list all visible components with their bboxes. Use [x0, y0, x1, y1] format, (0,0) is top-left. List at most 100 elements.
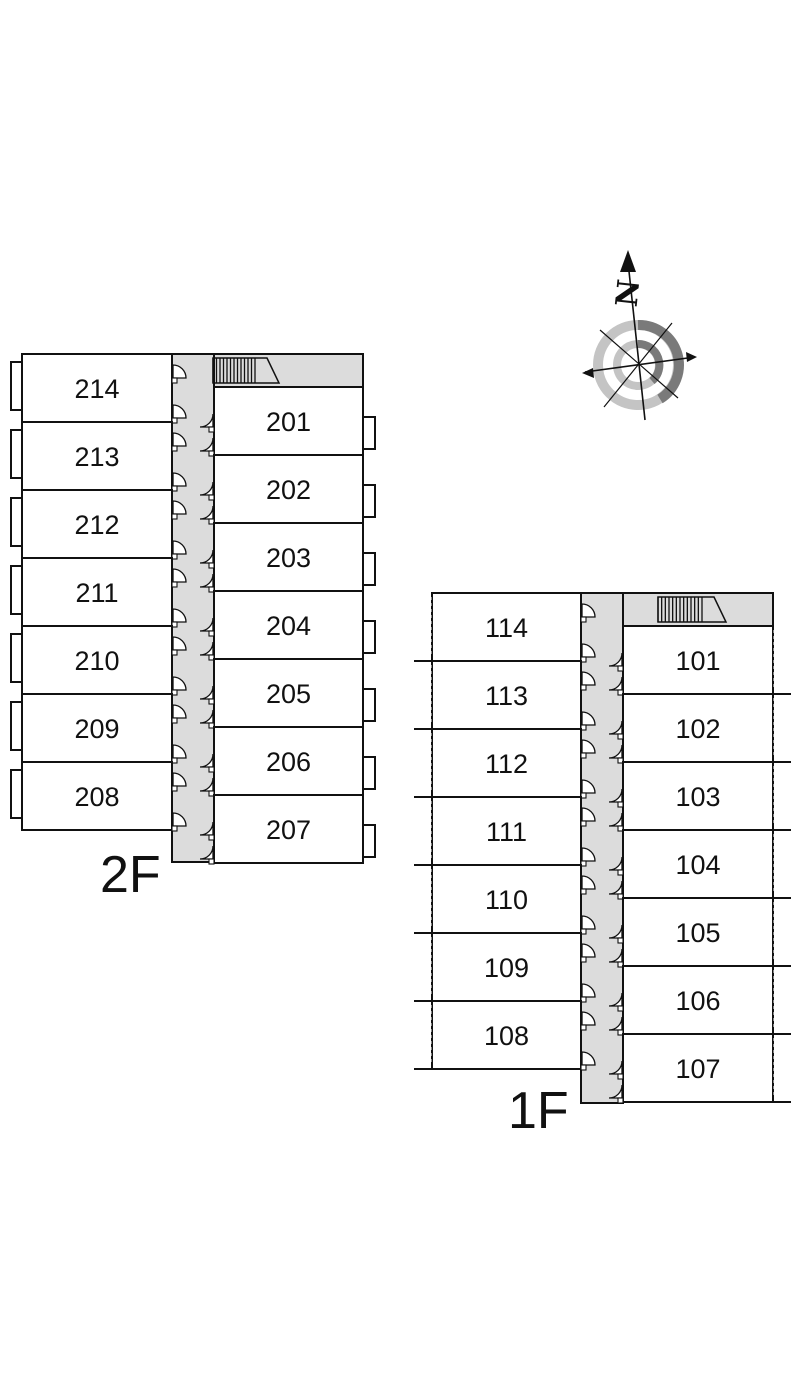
room-208[interactable]: 208 — [10, 761, 187, 832]
compass-diagonal-b — [603, 322, 673, 408]
room-number-label: 104 — [675, 850, 720, 880]
room-112[interactable]: 112 — [414, 728, 596, 799]
room-111[interactable]: 111 — [414, 796, 596, 867]
floor-label-1f: 1F — [508, 1082, 569, 1140]
door-swing-icon — [608, 992, 624, 1012]
room-number-label: 114 — [485, 613, 528, 643]
door-swing-icon — [171, 500, 187, 520]
room-outline — [431, 864, 582, 934]
room-number-label: 105 — [675, 918, 720, 948]
door-swing-icon — [199, 777, 215, 797]
room-214[interactable]: 214 — [10, 353, 187, 424]
room-number-label: 109 — [484, 953, 529, 983]
balcony — [362, 620, 376, 654]
room-210[interactable]: 210 — [10, 625, 187, 696]
room-outline — [622, 693, 774, 763]
corridor-1f — [580, 592, 624, 1104]
room-number-label: 202 — [266, 475, 311, 505]
door-swing-icon — [199, 709, 215, 729]
door-swing-icon — [608, 948, 624, 968]
room-number-label: 102 — [675, 714, 720, 744]
room-outline — [622, 625, 774, 695]
balcony — [10, 361, 23, 411]
door-swing-icon — [171, 540, 187, 560]
door-swing-icon — [580, 779, 596, 799]
floor-label-2f: 2F — [100, 846, 161, 904]
landing-2f — [213, 353, 364, 388]
door-swing-icon — [608, 788, 624, 808]
room-outline — [622, 761, 774, 831]
door-swing-icon — [199, 845, 215, 865]
room-204[interactable]: 204 — [199, 590, 376, 661]
room-109[interactable]: 109 — [414, 932, 596, 1003]
room-212[interactable]: 212 — [10, 489, 187, 560]
room-number-label: 112 — [485, 749, 528, 779]
door-swing-icon — [580, 983, 596, 1003]
balcony — [362, 824, 376, 858]
balcony — [362, 416, 376, 450]
balcony — [10, 769, 23, 819]
room-number-label: 103 — [675, 782, 720, 812]
balcony — [10, 633, 23, 683]
compass: N — [582, 250, 697, 421]
door-swing-icon — [199, 753, 215, 773]
room-outline — [431, 796, 582, 866]
door-swing-icon — [608, 856, 624, 876]
room-203[interactable]: 203 — [199, 522, 376, 593]
room-107[interactable]: 107 — [608, 1033, 791, 1104]
door-swing-icon — [608, 744, 624, 764]
door-swing-icon — [608, 924, 624, 944]
room-103[interactable]: 103 — [608, 761, 791, 832]
door-swing-icon — [608, 1084, 624, 1104]
room-104[interactable]: 104 — [608, 829, 791, 900]
door-swing-icon — [199, 437, 215, 457]
door-swing-icon — [580, 739, 596, 759]
room-outline — [21, 625, 173, 695]
room-number-label: 205 — [266, 679, 311, 709]
room-114[interactable]: 114 — [414, 592, 596, 663]
door-swing-icon — [171, 812, 187, 832]
room-211[interactable]: 211 — [10, 557, 187, 628]
room-number-label: 101 — [675, 646, 720, 676]
room-105[interactable]: 105 — [608, 897, 791, 968]
door-swing-icon — [171, 432, 187, 452]
room-number-label: 209 — [74, 714, 119, 744]
door-swing-icon — [580, 711, 596, 731]
balcony — [10, 701, 23, 751]
compass-outer-ring-dark — [637, 319, 684, 404]
room-outline — [622, 965, 774, 1035]
room-number-label: 110 — [485, 885, 528, 915]
room-201[interactable]: 201 — [199, 386, 376, 457]
room-206[interactable]: 206 — [199, 726, 376, 797]
room-106[interactable]: 106 — [608, 965, 791, 1036]
room-outline — [213, 794, 364, 864]
room-outline — [213, 522, 364, 592]
room-102[interactable]: 102 — [608, 693, 791, 764]
room-number-label: 212 — [74, 510, 119, 540]
room-207[interactable]: 207 — [199, 794, 376, 865]
room-202[interactable]: 202 — [199, 454, 376, 525]
door-swing-icon — [608, 720, 624, 740]
room-outline — [431, 728, 582, 798]
door-swing-icon — [171, 676, 187, 696]
room-213[interactable]: 213 — [10, 421, 187, 492]
room-108[interactable]: 108 — [414, 1000, 596, 1071]
door-swing-icon — [608, 676, 624, 696]
door-swing-icon — [608, 1016, 624, 1036]
door-swing-icon — [580, 1051, 596, 1071]
room-110[interactable]: 110 — [414, 864, 596, 935]
room-205[interactable]: 205 — [199, 658, 376, 729]
balcony — [10, 429, 23, 479]
compass-north-label: N — [610, 278, 648, 309]
room-101[interactable]: 101 — [608, 625, 791, 696]
door-swing-icon — [171, 704, 187, 724]
door-swing-icon — [171, 472, 187, 492]
room-113[interactable]: 113 — [414, 660, 596, 731]
room-number-label: 107 — [675, 1054, 720, 1084]
door-swing-icon — [199, 685, 215, 705]
room-209[interactable]: 209 — [10, 693, 187, 764]
room-number-label: 111 — [486, 817, 527, 847]
balcony — [362, 484, 376, 518]
door-swing-icon — [608, 1060, 624, 1080]
room-outline — [213, 590, 364, 660]
